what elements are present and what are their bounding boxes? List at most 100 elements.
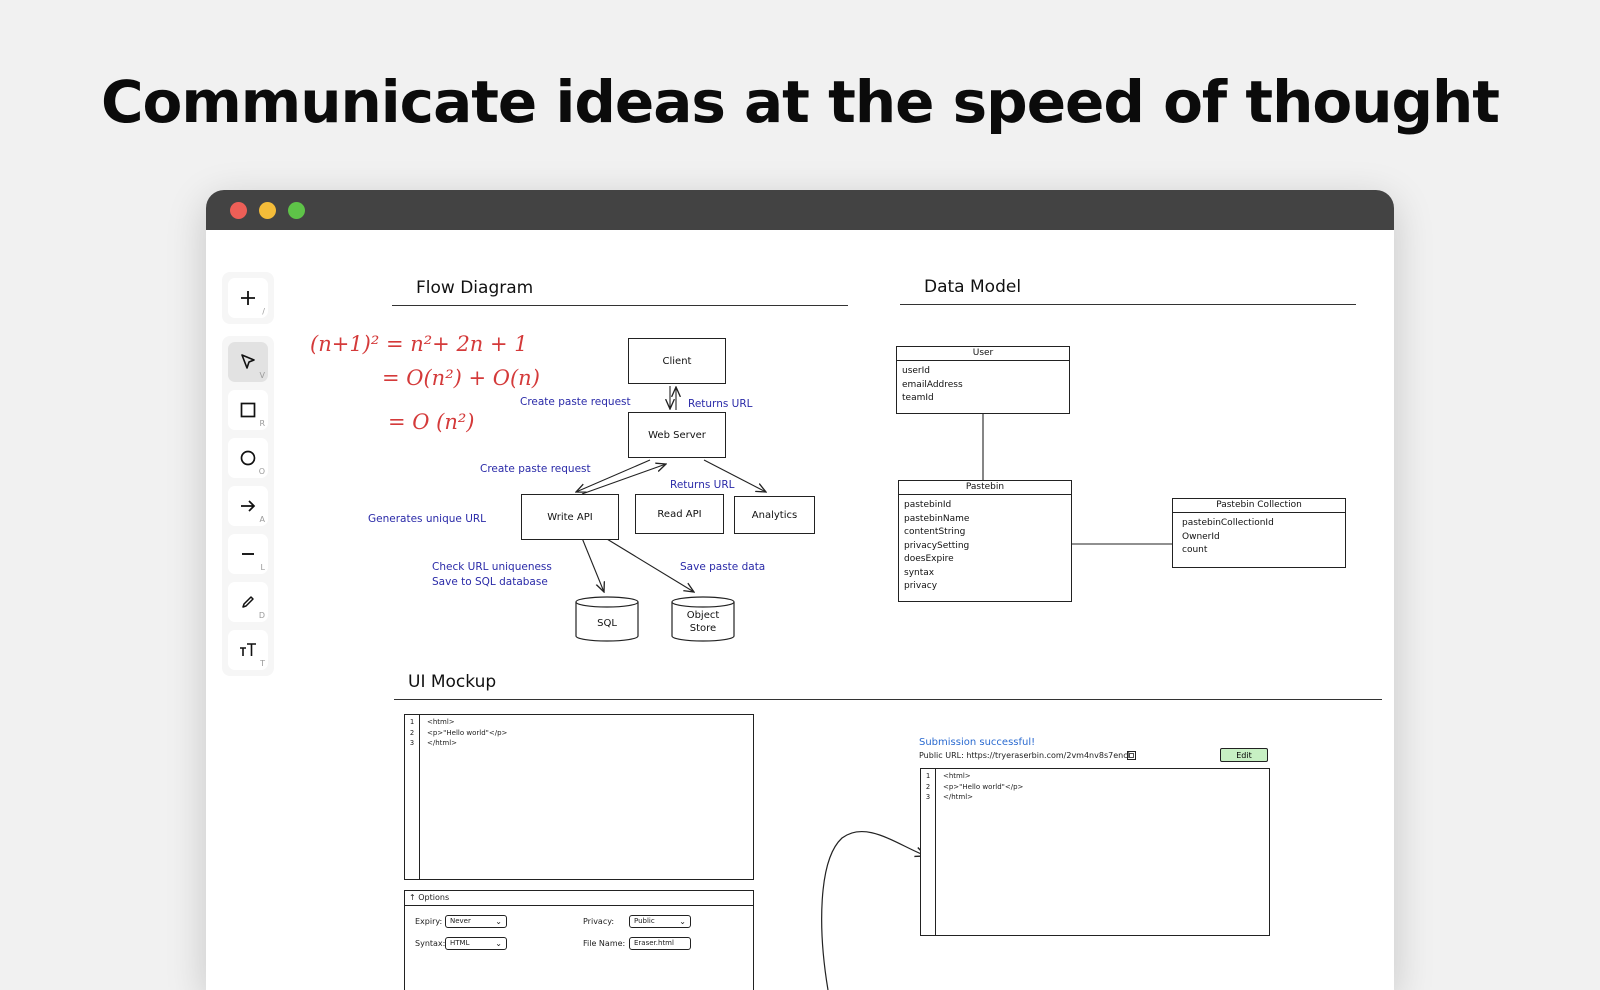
line-number: 2 [925, 782, 931, 791]
text-icon [240, 643, 256, 656]
select-tool-button[interactable]: V [228, 342, 268, 382]
data-model-rule [900, 304, 1356, 305]
sql-cylinder [575, 596, 639, 642]
code-line: <html> [943, 772, 971, 780]
code-line: </html> [943, 793, 974, 801]
pastebin-field: privacySetting [904, 540, 970, 551]
line-gutter: 1 2 3 [405, 715, 420, 879]
save-paste-label: Save paste data [680, 561, 766, 573]
line-tool-button[interactable]: L [228, 534, 268, 574]
shortcut-key: V [259, 371, 265, 380]
close-window-button[interactable] [230, 202, 247, 219]
math-line-3: = O (n²) [388, 410, 475, 434]
edit-button[interactable]: Edit [1220, 748, 1268, 762]
user-table[interactable]: User userId emailAddress teamId [896, 346, 1070, 414]
arrow-icon [241, 500, 256, 512]
shortcut-key: D [258, 611, 265, 620]
expiry-select[interactable]: Never ⌄ [445, 915, 507, 928]
add-button[interactable]: / [228, 278, 268, 318]
add-toolbar-group: / [222, 272, 274, 324]
server-to-write-arrow [576, 459, 651, 492]
check-url-label: Check URL uniqueness [432, 561, 552, 573]
object-store-cylinder [671, 596, 735, 642]
user-field: emailAddress [902, 379, 963, 390]
public-url-text[interactable]: Public URL: https://tryeraserbin.com/2vm… [919, 751, 1130, 760]
code-line: <html> [427, 718, 455, 726]
submit-flow-arrow [821, 830, 926, 990]
pastebin-table-name: Pastebin [899, 481, 1071, 495]
pastebin-field: pastebinId [904, 500, 952, 510]
flow-diagram-title: Flow Diagram [416, 278, 534, 298]
generates-url-label: Generates unique URL [368, 513, 487, 525]
options-panel: ↑ Options Expiry: Never⌄ Syntax: HTML⌄ P… [404, 890, 754, 990]
copy-icon[interactable] [1126, 750, 1137, 761]
create-paste-label-2: Create paste request [480, 463, 591, 475]
draw-tool-button[interactable]: D [228, 582, 268, 622]
chevron-down-icon: ⌄ [495, 939, 502, 948]
pastebin-field: privacy [904, 581, 938, 591]
result-code-viewer[interactable]: 1 2 3 <html> <p>"Hello world"</p> </html… [920, 768, 1270, 936]
collection-field: count [1182, 545, 1208, 555]
web-server-node[interactable]: Web Server [628, 412, 726, 458]
pastebin-collection-table[interactable]: Pastebin Collection pastebinCollectionId… [1172, 498, 1346, 568]
analytics-node[interactable]: Analytics [734, 496, 815, 534]
server-to-analytics-arrow [703, 459, 766, 492]
pointer-icon [241, 354, 255, 369]
line-number: 1 [409, 718, 415, 726]
ui-mockup-title: UI Mockup [408, 672, 497, 692]
user-table-name: User [897, 347, 1069, 361]
chevron-down-icon: ⌄ [495, 917, 502, 926]
math-line-1: (n+1)² = n²+ 2n + 1 [310, 332, 528, 356]
success-message: Submission successful! [919, 737, 1036, 748]
filename-label: File Name: [583, 939, 626, 948]
pastebin-table[interactable]: Pastebin pastebinId pastebinName content… [898, 480, 1072, 602]
privacy-label: Privacy: [583, 917, 615, 926]
options-toggle[interactable]: ↑ Options [409, 893, 450, 902]
write-api-node[interactable]: Write API [521, 494, 619, 540]
collection-field: OwnerId [1182, 531, 1220, 542]
client-node[interactable]: Client [628, 338, 726, 384]
text-tool-button[interactable]: T [228, 630, 268, 670]
line-number: 3 [925, 793, 931, 801]
create-paste-label-1: Create paste request [520, 396, 631, 408]
write-to-sql-arrow [581, 537, 604, 592]
user-field: teamId [902, 393, 934, 403]
ui-mockup-rule [394, 699, 1382, 700]
syntax-select[interactable]: HTML⌄ [445, 937, 507, 950]
shortcut-key: L [260, 563, 265, 572]
write-to-server-arrow [581, 464, 666, 495]
collection-field: pastebinCollectionId [1182, 518, 1274, 528]
expiry-value: Never [450, 917, 471, 925]
arrow-tool-button[interactable]: A [228, 486, 268, 526]
shortcut-key: T [260, 659, 265, 668]
expiry-label: Expiry: [415, 917, 443, 926]
line-number: 3 [409, 739, 415, 747]
maximize-window-button[interactable] [288, 202, 305, 219]
pencil-icon [242, 596, 254, 608]
ellipse-tool-button[interactable]: O [228, 438, 268, 478]
flow-diagram-rule [392, 305, 848, 306]
shortcut-key: O [258, 467, 265, 476]
rectangle-tool-button[interactable]: R [228, 390, 268, 430]
pastebin-field: syntax [904, 567, 935, 578]
pastebin-field: contentString [904, 527, 966, 537]
write-to-object-store-arrow [601, 535, 694, 592]
read-api-node[interactable]: Read API [635, 494, 724, 534]
object-store-label: Object Store [686, 610, 720, 634]
code-line: </html> [427, 739, 458, 747]
privacy-select[interactable]: Public⌄ [629, 915, 691, 928]
plus-icon [241, 291, 255, 305]
circle-icon [240, 450, 256, 466]
code-editor-input[interactable]: 1 2 3 <html> <p>"Hello world"</p> </html… [404, 714, 754, 880]
sql-label: SQL [597, 617, 617, 629]
line-gutter: 1 2 3 [921, 769, 936, 935]
options-divider [405, 905, 753, 906]
line-icon [242, 553, 254, 555]
minimize-window-button[interactable] [259, 202, 276, 219]
filename-input[interactable]: Eraser.html [629, 937, 691, 950]
chevron-down-icon: ⌄ [679, 917, 686, 926]
returns-url-label-1: Returns URL [688, 398, 753, 410]
user-field: userId [902, 366, 930, 376]
whiteboard-canvas[interactable]: / V R O A L [206, 230, 1394, 990]
app-window: / V R O A L [206, 190, 1394, 990]
